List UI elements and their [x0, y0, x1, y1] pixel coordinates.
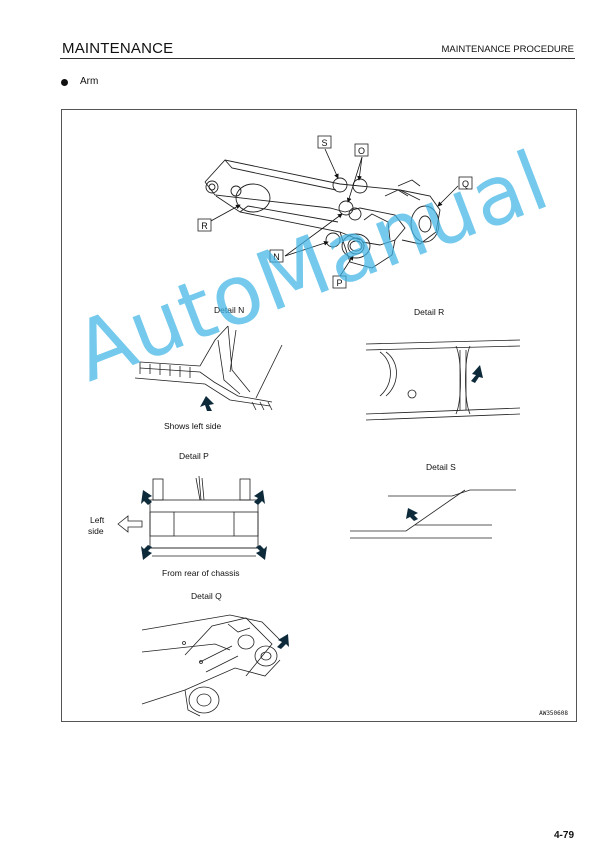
callout-label-s: S: [321, 138, 327, 148]
detail-n-arrow-icon: [200, 396, 214, 411]
section-subtitle: MAINTENANCE PROCEDURE: [441, 44, 575, 55]
callout-label-q: Q: [462, 179, 469, 189]
detail-q-arrow-icon: [277, 634, 289, 649]
detail-n-drawing: [134, 325, 283, 411]
caption-left-side-line2: side: [88, 526, 104, 536]
caption-detail-s: Detail S: [426, 462, 456, 472]
detail-s-drawing: [350, 489, 516, 539]
figure-frame: [61, 109, 577, 722]
section-title: MAINTENANCE: [62, 40, 174, 57]
caption-left-side-line1: Left: [90, 515, 105, 525]
bullet-dot-icon: [61, 79, 68, 86]
left-side-arrow-icon: [117, 515, 143, 533]
detail-p-drawing: [148, 475, 260, 557]
callout-circles: [235, 177, 368, 255]
callout-label-o: O: [358, 146, 365, 156]
callout-label-p: P: [336, 278, 342, 288]
header-rule: [60, 58, 575, 59]
detail-r-arrow-icon: [471, 365, 483, 383]
callout-boxes: [197, 135, 473, 289]
caption-detail-p: Detail P: [179, 451, 209, 461]
detail-r-drawing: [365, 339, 521, 421]
page-number: 4-79: [553, 830, 574, 841]
callout-leaders: [208, 148, 459, 277]
caption-shows-left-side: Shows left side: [164, 421, 222, 431]
figure-code: AW350608: [539, 710, 568, 717]
detail-q-drawing: [141, 614, 281, 717]
caption-detail-r: Detail R: [414, 307, 445, 317]
caption-detail-n: Detail N: [214, 305, 245, 315]
arm-main-drawing: [204, 159, 441, 269]
caption-from-rear: From rear of chassis: [162, 568, 240, 578]
detail-p-arrow-icons: [141, 490, 267, 560]
callout-label-r: R: [201, 221, 208, 231]
detail-s-arrow-icon: [406, 508, 418, 521]
bullet-item-arm: Arm: [80, 76, 99, 87]
caption-detail-q: Detail Q: [191, 591, 222, 601]
callout-label-n: N: [273, 252, 280, 262]
